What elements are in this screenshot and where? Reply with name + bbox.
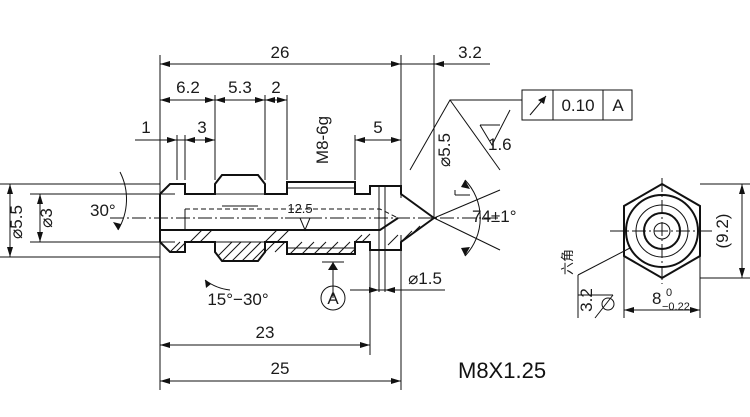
hex-label: 六角: [560, 249, 575, 275]
dim-25: 25: [271, 359, 290, 378]
dim-5-3: 5.3: [228, 78, 252, 97]
feature-control-frame: 0.10 A: [521, 89, 633, 121]
dia-5-5-left: ⌀5.5: [7, 205, 26, 239]
angle-15-30: 15°−30°: [207, 290, 268, 309]
dim-2: 2: [271, 78, 280, 97]
datum-a-circle: [320, 285, 346, 311]
section-hatching: [169, 225, 421, 262]
hex-end-view: [577, 178, 750, 319]
leader-lines: [285, 99, 522, 298]
roughness-symbol: 1.6: [479, 109, 512, 154]
extension-lines: [0, 55, 435, 390]
hex-width-lower: −0.22: [662, 301, 690, 313]
angle-arcs: [113, 171, 501, 291]
dim-3-2: 3.2: [458, 43, 482, 62]
dim-1: 1: [141, 118, 150, 137]
hex-width-main: 8: [652, 289, 661, 308]
angle-74: 74±1°: [472, 207, 517, 226]
hex-height: (9.2): [713, 214, 732, 249]
hex-width-upper: 0: [666, 287, 672, 299]
dim-23: 23: [256, 323, 275, 342]
datum-a-label: A: [327, 289, 339, 308]
tolerance-value: 0.10: [561, 96, 594, 115]
dia-3-left: ⌀3: [37, 208, 56, 228]
dim-6-2: 6.2: [176, 78, 200, 97]
angle-30: 30°: [90, 201, 116, 220]
dim-5: 5: [373, 118, 382, 137]
dim-26: 26: [271, 43, 290, 62]
thread-label: M8-6g: [313, 116, 332, 164]
dim-3: 3: [197, 118, 206, 137]
dimension-lines: [7, 61, 490, 384]
dia-1-5: ⌀1.5: [408, 269, 442, 288]
tolerance-datum: A: [612, 96, 624, 115]
thread-spec-title: M8X1.25: [458, 358, 546, 383]
dim-12-5: 12.5: [287, 201, 312, 216]
dia-5-5-tip: ⌀5.5: [435, 133, 454, 167]
roughness-label: 1.6: [488, 135, 512, 154]
hex-roughness: 3.2: [577, 288, 596, 312]
